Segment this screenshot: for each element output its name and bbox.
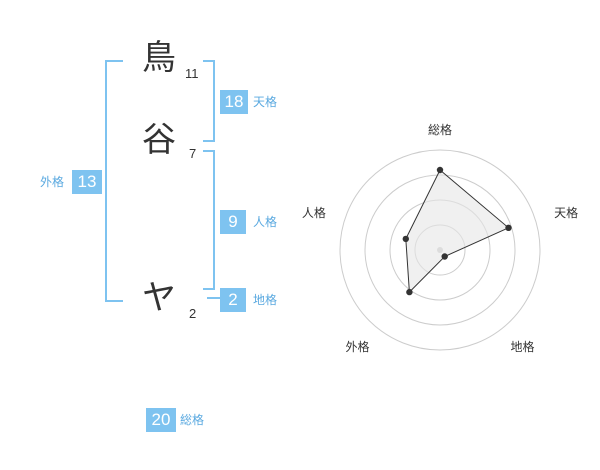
- soukaku-label: 総格: [180, 413, 205, 427]
- radar-point-2: [505, 224, 512, 231]
- name-char-3: ヤ: [142, 278, 176, 318]
- soukaku-value-badge: 20: [146, 408, 176, 432]
- tenkaku-value-badge: 18: [220, 90, 248, 114]
- radar-point-5: [402, 235, 409, 243]
- radar-point-1: [436, 166, 444, 174]
- radar-point-4: [406, 288, 413, 296]
- radar-axis-label-4: 外格: [345, 339, 369, 354]
- gaikaku-value-badge: 13: [72, 170, 102, 194]
- radar-ring: [339, 149, 541, 351]
- chikaku-label: 地格: [253, 293, 278, 307]
- tenkaku-bracket: [203, 60, 215, 142]
- jinkaku-value-badge: 9: [220, 210, 246, 234]
- stroke-count-3: 2: [189, 306, 197, 321]
- chikaku-bracket: [207, 297, 220, 299]
- radar-axis-label-5: 人格: [302, 205, 326, 220]
- radar-axis-label-1: 総格: [428, 122, 452, 137]
- jinkaku-label: 人格: [253, 215, 278, 229]
- stroke-count-1: 11: [185, 66, 199, 81]
- gaikaku-bracket: [105, 60, 123, 302]
- name-char-2: 谷: [142, 120, 176, 160]
- radar-series-polygon: [405, 169, 510, 294]
- jinkaku-bracket: [203, 150, 215, 290]
- stroke-count-2: 7: [189, 146, 197, 161]
- radar-point-3: [441, 253, 448, 260]
- tenkaku-label: 天格: [253, 95, 278, 109]
- chikaku-value-badge: 2: [220, 288, 246, 312]
- gaikaku-label: 外格: [40, 175, 65, 189]
- radar-axis-label-3: 地格: [511, 339, 535, 354]
- name-char-1: 鳥: [142, 38, 176, 78]
- radar-axis-label-2: 天格: [554, 205, 578, 220]
